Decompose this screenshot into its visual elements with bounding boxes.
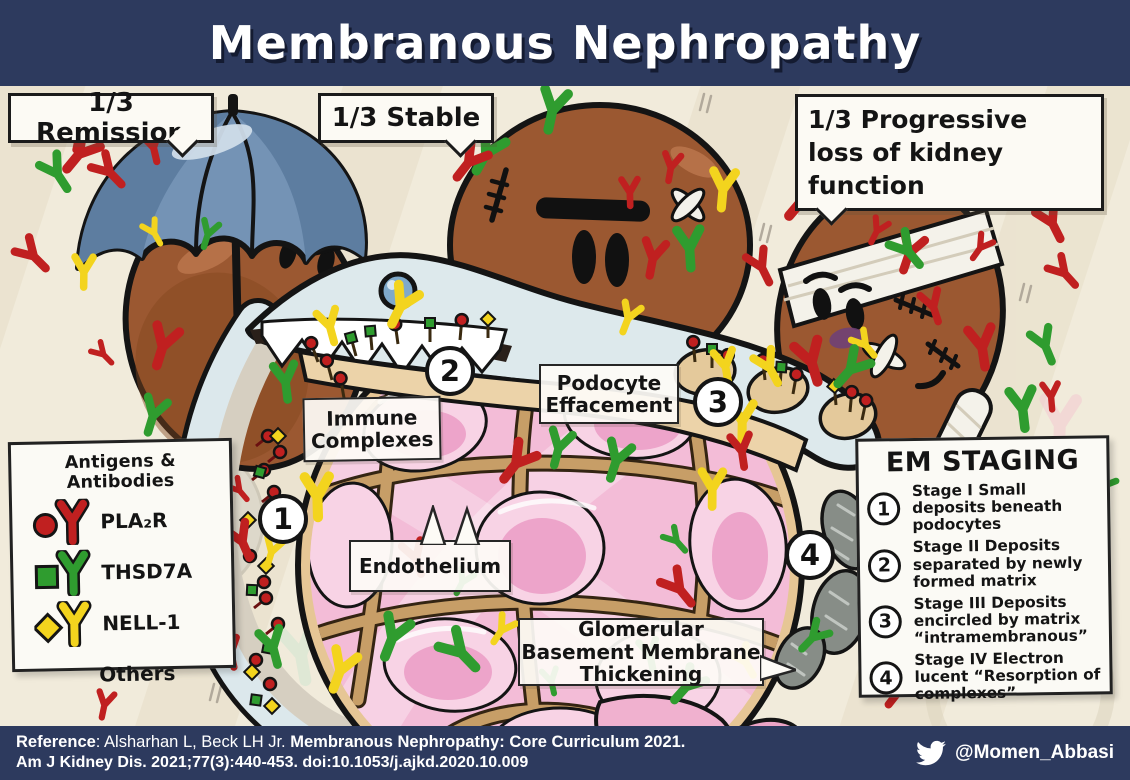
subpodocyte-space	[209, 319, 387, 755]
reference-text: Reference: Alsharhan L, Beck LH Jr. Memb…	[16, 732, 685, 774]
bandage-x	[670, 187, 706, 223]
page-title: Membranous Nephropathy	[208, 16, 922, 70]
stage-marker-2: 2	[425, 346, 475, 396]
stage-marker-1: 1	[258, 494, 308, 544]
legend-item-pla2r: PLA₂R	[32, 497, 225, 546]
head-bandage	[777, 207, 1005, 329]
em-staging-panel: EM STAGING 1 Stage I Small deposits bene…	[855, 435, 1113, 703]
stage-number-badge: 2	[867, 548, 902, 583]
scar-stitches	[483, 167, 510, 223]
twitter-handle[interactable]: @Momen_Abbasi	[955, 742, 1114, 763]
antigen-legend-panel: Antigens & Antibodies PLA₂R THSD7A NELL-…	[7, 437, 237, 686]
pointer-tail	[760, 654, 796, 682]
effaced-foot-processes	[673, 348, 878, 441]
em-stage-3: 3 Stage III Deposits encircled by matrix…	[868, 593, 1101, 648]
callout-remission: 1/3 Remission	[8, 88, 214, 158]
reference-band: Reference: Alsharhan L, Beck LH Jr. Memb…	[0, 726, 1130, 780]
progressive-label: 1/3 Progressive loss of kidney function	[808, 105, 1028, 200]
callout-stable: 1/3 Stable	[318, 93, 494, 158]
kidney-progressive-character	[774, 179, 1006, 474]
subepithelial-deposits	[238, 426, 290, 716]
label-immune-complexes: Immune Complexes	[302, 395, 442, 463]
social-credit: @Momen_Abbasi	[916, 738, 1114, 768]
worried-face	[803, 271, 946, 390]
label-podocyte-effacement: Podocyte Effacement	[539, 364, 679, 424]
stage-number-badge: 4	[869, 661, 903, 695]
label-endothelium: Endothelium	[349, 505, 511, 592]
thsd7a-antigen-icon	[34, 549, 91, 597]
stage-number-badge: 3	[868, 605, 902, 639]
twitter-icon	[916, 740, 946, 766]
em-stage-2: 2 Stage II Deposits separated by newly f…	[867, 536, 1101, 592]
legend-item-nell1: NELL-1	[33, 599, 227, 648]
legend-title: Antigens & Antibodies	[64, 450, 176, 494]
pla2r-antigen-icon	[32, 498, 90, 546]
stable-label: 1/3 Stable	[331, 103, 481, 133]
stage-marker-3: 3	[693, 377, 743, 427]
nell1-antigen-icon	[33, 600, 92, 648]
stage-number-badge: 1	[866, 492, 901, 526]
legend-item-thsd7a: THSD7A	[33, 548, 226, 597]
title-band: Membranous Nephropathy	[0, 0, 1130, 86]
callout-progressive: 1/3 Progressive loss of kidney function	[795, 94, 1104, 226]
remission-label: 1/3 Remission	[36, 88, 186, 148]
legend-item-others: Others	[99, 660, 176, 687]
pointer-spikes	[419, 505, 481, 545]
label-gbm-thickening: Glomerular Basement Membrane Thickening	[518, 618, 796, 686]
face-scars	[893, 293, 961, 370]
em-stage-1: 1 Stage I Small deposits beneath podocyt…	[866, 480, 1100, 535]
em-staging-title: EM STAGING	[885, 444, 1080, 479]
stage-marker-4: 4	[785, 530, 835, 580]
em-stage-4: 4 Stage IV Electron lucent “Resorption o…	[869, 649, 1102, 704]
reference-citation: Am J Kidney Dis. 2021;77(3):440-453. doi…	[16, 754, 529, 772]
